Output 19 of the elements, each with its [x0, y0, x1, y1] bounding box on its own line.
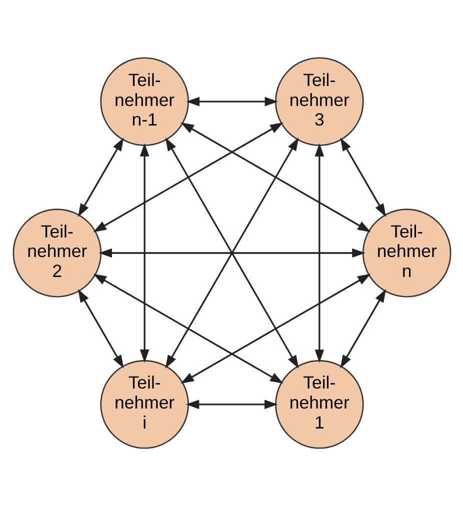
arrow	[180, 274, 370, 384]
node-circle: Teil- nehmer 2	[12, 208, 102, 298]
arrow	[186, 96, 278, 106]
node-circle: Teil- nehmer 1	[274, 360, 364, 449]
node-circle: Teil- nehmer i	[100, 360, 188, 449]
node-circle: Teil- nehmer n	[362, 208, 451, 298]
arrow	[92, 274, 283, 384]
arrow	[77, 138, 124, 217]
arrow	[314, 143, 324, 363]
arrow	[77, 289, 124, 368]
arrow	[180, 122, 370, 232]
arrow	[92, 122, 283, 232]
node-circle: Teil- nehmer n-1	[100, 57, 188, 146]
node-circle: Teil- nehmer 3	[274, 57, 364, 146]
arrow	[98, 248, 365, 258]
arrow	[340, 138, 386, 217]
arrow	[340, 289, 386, 368]
arrow	[139, 143, 149, 363]
arrow	[185, 400, 278, 410]
